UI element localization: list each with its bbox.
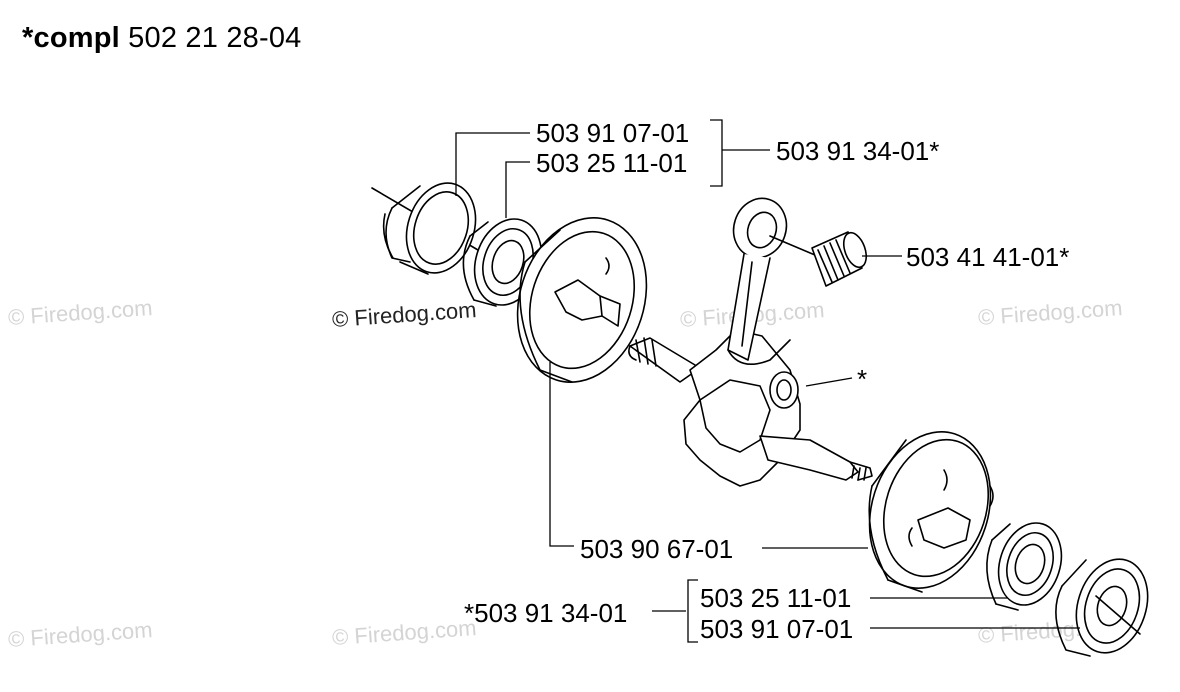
- label-top-kit: 503 91 34-01*: [776, 136, 940, 166]
- label-bottom-bearing: 503 25 11-01: [700, 583, 852, 613]
- page-title: *compl 502 21 28-04: [22, 22, 301, 55]
- label-bottom-bearing-housing: 503 91 07-01: [700, 614, 854, 644]
- label-top-bearing: 503 25 11-01: [536, 148, 688, 178]
- crankshaft: [628, 329, 873, 487]
- label-top-bearing-housing: 503 91 07-01: [536, 118, 690, 148]
- title-prefix: *compl: [22, 22, 120, 54]
- label-needle-bearing: 503 41 41-01*: [906, 242, 1070, 272]
- title-number: 502 21 28-04: [128, 22, 302, 54]
- flywheel-left: [516, 217, 648, 383]
- needle-bearing: [769, 231, 868, 287]
- axis-line: [1095, 595, 1141, 635]
- connecting-rod: [727, 197, 791, 366]
- label-bottom-kit: *503 91 34-01: [464, 598, 628, 628]
- bearing-housing-top: [382, 182, 477, 275]
- leader-lines: [455, 119, 1080, 643]
- label-flywheel: 503 90 67-01: [580, 534, 734, 564]
- ball-bearing-bottom: [986, 522, 1063, 611]
- label-crankshaft: *: [857, 364, 868, 394]
- bearing-housing-bottom: [1055, 558, 1149, 657]
- flywheel-right: [868, 431, 994, 593]
